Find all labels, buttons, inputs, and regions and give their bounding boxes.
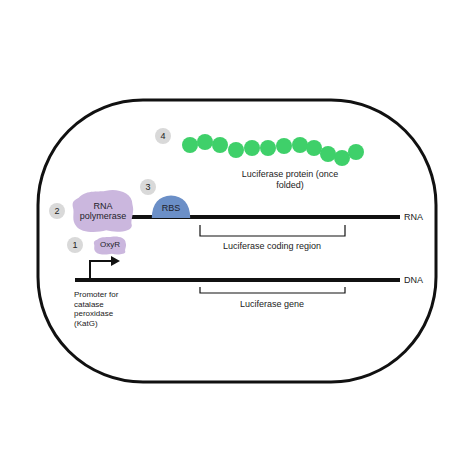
oxyr-blob: OxyR xyxy=(93,236,127,255)
amino-acid-bead xyxy=(197,134,213,150)
strand-label: RNA xyxy=(404,212,423,223)
callout-circle xyxy=(140,179,156,195)
rna-polymerase-blob: RNA polymerase xyxy=(71,189,135,233)
amino-acid-bead xyxy=(182,137,198,153)
node-label: OxyR xyxy=(100,240,120,249)
amino-acid-bead xyxy=(260,140,276,156)
coding-bracket xyxy=(200,225,345,236)
amino-acid-bead xyxy=(228,142,244,158)
luciferase-chain xyxy=(182,134,364,166)
amino-acid-bead xyxy=(244,140,260,156)
ribosome-binding-site: RBS xyxy=(151,194,191,218)
amino-acid-bead xyxy=(334,150,350,166)
gene-bracket xyxy=(200,287,345,293)
region-label: Luciferase coding region xyxy=(223,241,321,252)
amino-acid-bead xyxy=(276,138,292,154)
callout-number: 1 xyxy=(72,240,77,251)
cell-outline xyxy=(38,100,436,382)
strand-label: DNA xyxy=(404,275,423,286)
amino-acid-bead xyxy=(348,144,364,160)
node-label: RBS xyxy=(162,203,181,213)
callout-circle xyxy=(155,128,171,144)
protein-label: Luciferase protein (once folded) xyxy=(230,169,350,191)
callout-number: 3 xyxy=(145,182,150,193)
promoter-label: Promoter for catalase peroxidase (KatG) xyxy=(74,290,134,328)
callout-circle xyxy=(67,237,83,253)
node-label: RNA polymerase xyxy=(77,201,129,222)
callout-circle xyxy=(49,203,65,219)
promoter-arrow xyxy=(90,261,112,280)
amino-acid-bead xyxy=(320,146,336,162)
dna-strand xyxy=(75,278,400,282)
promoter-arrowhead xyxy=(111,256,120,266)
callout-number: 2 xyxy=(54,206,59,217)
amino-acid-bead xyxy=(306,140,322,156)
amino-acid-bead xyxy=(212,137,228,153)
amino-acid-bead xyxy=(292,137,308,153)
gene-label: Luciferase gene xyxy=(240,299,304,310)
callout-number: 4 xyxy=(160,131,165,142)
